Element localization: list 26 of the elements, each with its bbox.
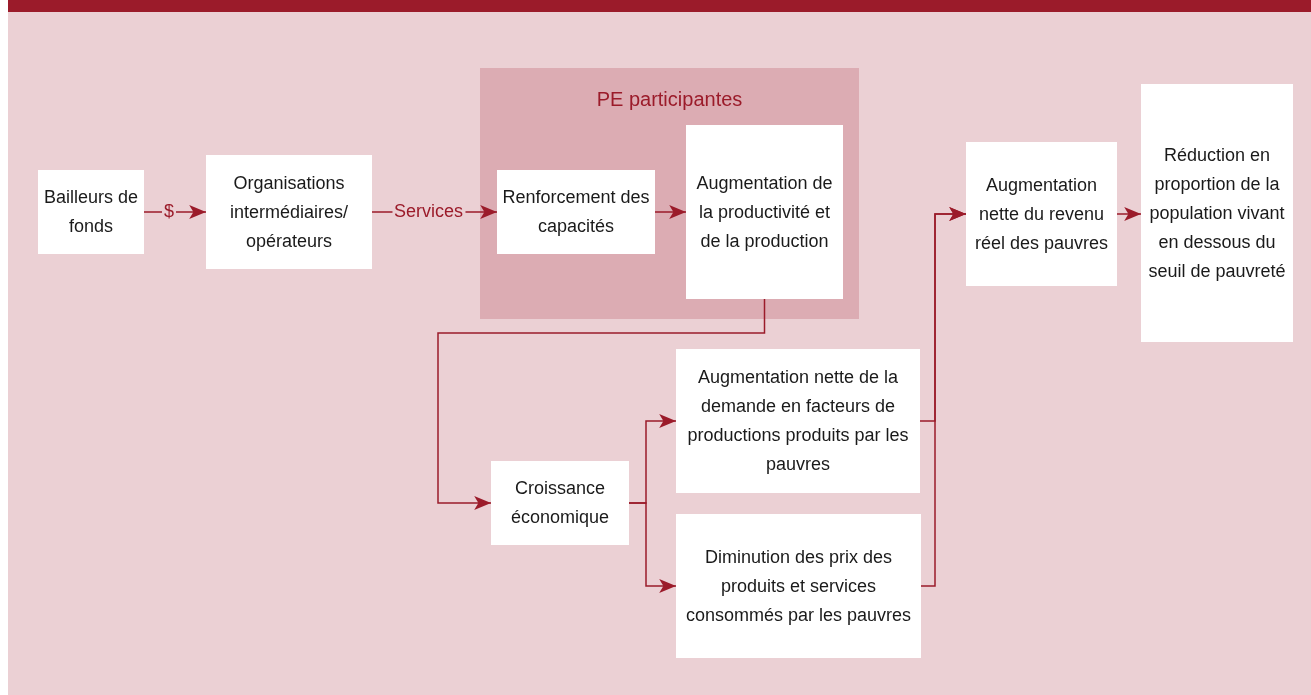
group-panel	[480, 68, 859, 319]
box-text: Renforcement des capacités	[501, 186, 651, 238]
box-text: Augmentation nette du revenu réel des pauvres	[973, 173, 1110, 255]
box-text: Réduction en proportion de la population vivant en dessous du seuil de pauvreté	[1147, 143, 1287, 283]
process-box	[38, 170, 144, 254]
group-title: PE participantes	[595, 87, 744, 112]
box-text: Organisations intermédiaires/ opérateurs	[228, 171, 349, 253]
process-box	[676, 514, 921, 658]
process-box	[491, 461, 629, 545]
arrow	[1116, 207, 1142, 221]
box-text: Augmentation de la productivité et de la production	[695, 171, 834, 253]
process-box	[497, 170, 655, 254]
process-box	[1141, 84, 1293, 342]
process-box	[966, 142, 1117, 286]
arrow	[437, 298, 766, 510]
process-box	[206, 155, 372, 269]
arrow	[628, 502, 677, 593]
arrow	[920, 207, 967, 587]
box-text: Augmentation nette de la demande en facteurs de productions produits par les pauvres	[686, 366, 910, 476]
box-text: Diminution des prix des produits et services consommés par les pauvres	[684, 545, 913, 627]
box-text: Bailleurs de fonds	[42, 186, 140, 238]
box-text: Croissance économique	[509, 477, 611, 529]
process-box	[676, 349, 920, 493]
arrow	[143, 205, 207, 219]
arrow	[654, 205, 687, 219]
process-box	[686, 125, 843, 299]
